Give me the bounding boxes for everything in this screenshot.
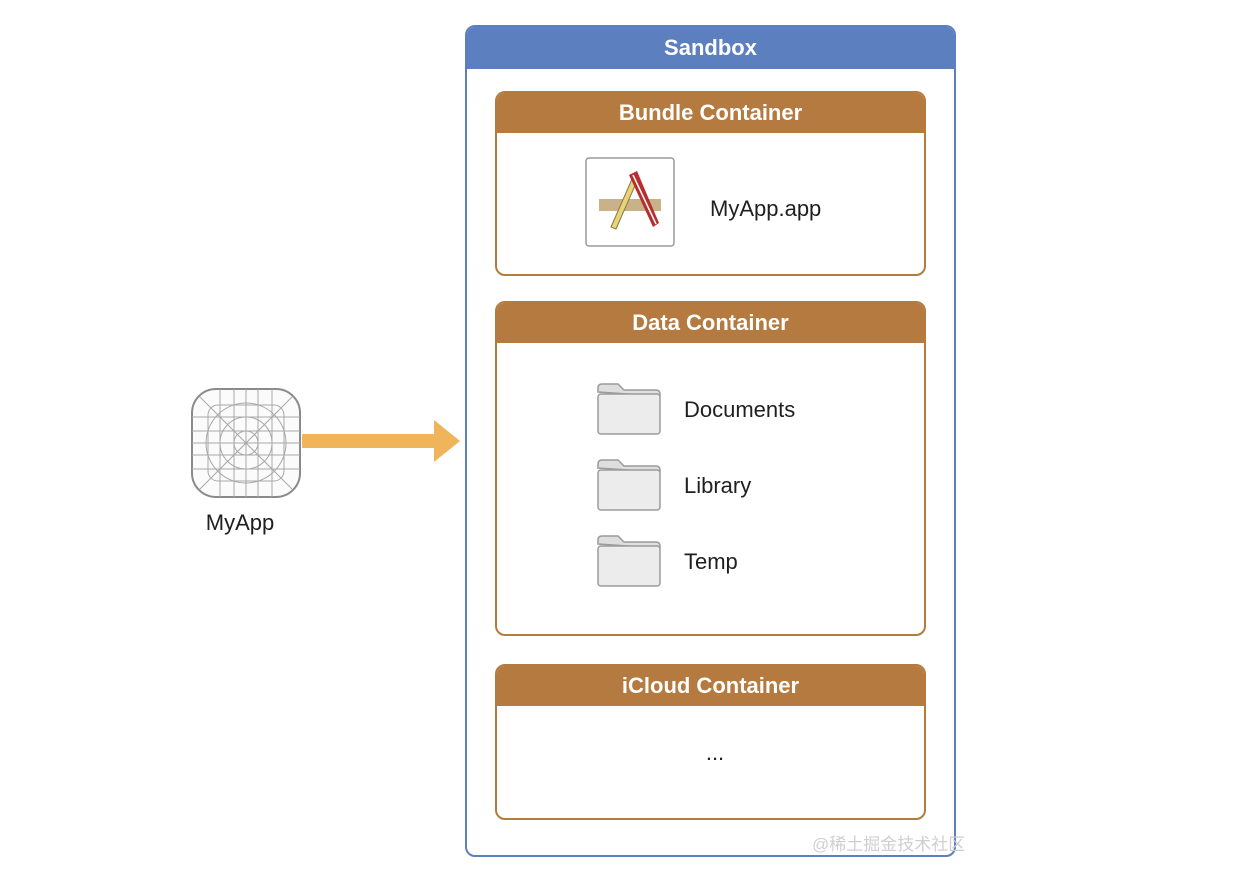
folder-icon — [596, 534, 662, 588]
icloud-ellipsis: ... — [705, 740, 725, 765]
folder-label-documents: Documents — [684, 397, 796, 422]
folder-icon — [596, 458, 662, 512]
app-label: MyApp — [205, 510, 275, 535]
app-store-icon — [585, 157, 675, 247]
right-arrow-icon — [300, 418, 462, 466]
sandbox-title: Sandbox — [467, 27, 954, 69]
app-template-icon — [190, 387, 302, 499]
bundle-container: Bundle Container — [495, 91, 926, 276]
folder-label-library: Library — [684, 473, 752, 498]
folder-icon — [596, 382, 662, 436]
bundle-file-label: MyApp.app — [710, 196, 822, 221]
watermark: @稀土掘金技术社区 — [812, 835, 966, 854]
bundle-container-title: Bundle Container — [497, 93, 924, 133]
icloud-container: iCloud Container — [495, 664, 926, 820]
icloud-container-title: iCloud Container — [497, 666, 924, 706]
data-container: Data Container — [495, 301, 926, 636]
folder-label-temp: Temp — [684, 549, 738, 574]
data-container-title: Data Container — [497, 303, 924, 343]
